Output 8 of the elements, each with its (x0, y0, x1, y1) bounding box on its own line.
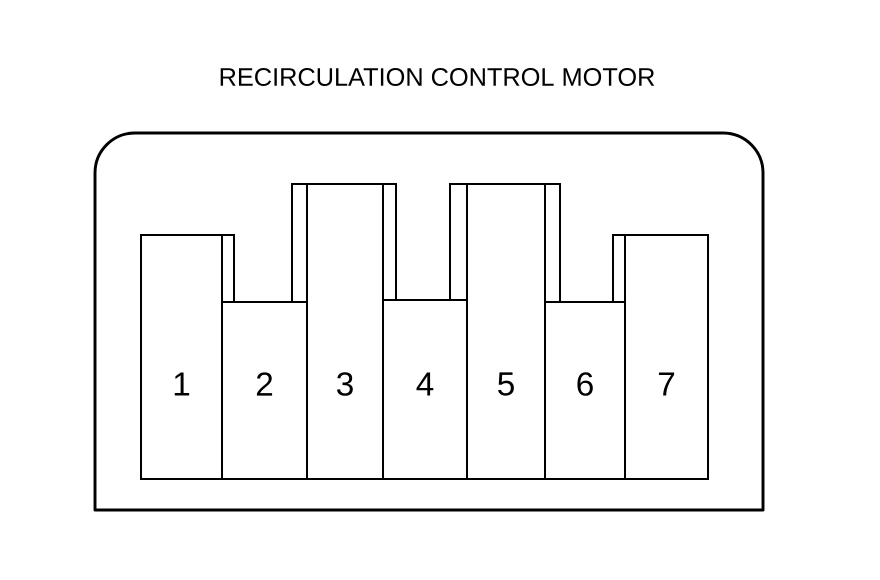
pin-cavity: 7 (624, 234, 709, 480)
pin-cavity: 3 (306, 183, 384, 480)
pin-cavity: 1 (140, 234, 223, 480)
pin-cavity: 4 (382, 299, 468, 480)
title: RECIRCULATION CONTROL MOTOR (220, 68, 654, 86)
pin-cavity: 2 (221, 301, 308, 480)
pin-cavity: 5 (466, 183, 546, 480)
pin-cavity: 6 (544, 301, 626, 480)
